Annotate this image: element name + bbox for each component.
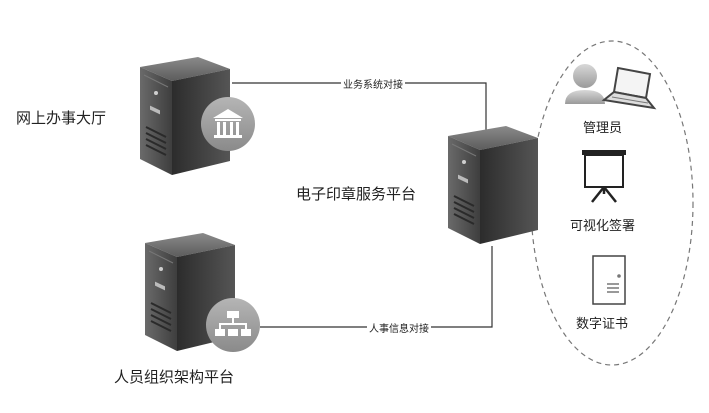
bank-icon	[201, 97, 255, 151]
hr-docking-label: 人事信息对接	[367, 320, 431, 335]
admin-label: 管理员	[583, 121, 623, 136]
person-icon	[565, 64, 605, 104]
business-docking-line	[232, 82, 487, 132]
projector-screen-icon	[582, 150, 626, 203]
laptop-icon	[601, 66, 657, 110]
capabilities-group-ellipse	[530, 40, 694, 366]
e-seal-platform-server-icon	[447, 125, 539, 245]
certificate-icon	[592, 255, 626, 305]
org-platform-label: 人员组织架构平台	[114, 368, 235, 386]
online-hall-label: 网上办事大厅	[16, 109, 107, 127]
org-chart-icon	[206, 298, 260, 352]
connection-lines	[232, 82, 493, 328]
visual-sign-label: 可视化签署	[570, 219, 636, 234]
hr-docking-line	[260, 246, 493, 328]
e-seal-platform-label: 电子印章服务平台	[296, 185, 417, 203]
digital-cert-label: 数字证书	[576, 317, 629, 332]
business-docking-label: 业务系统对接	[341, 76, 405, 91]
